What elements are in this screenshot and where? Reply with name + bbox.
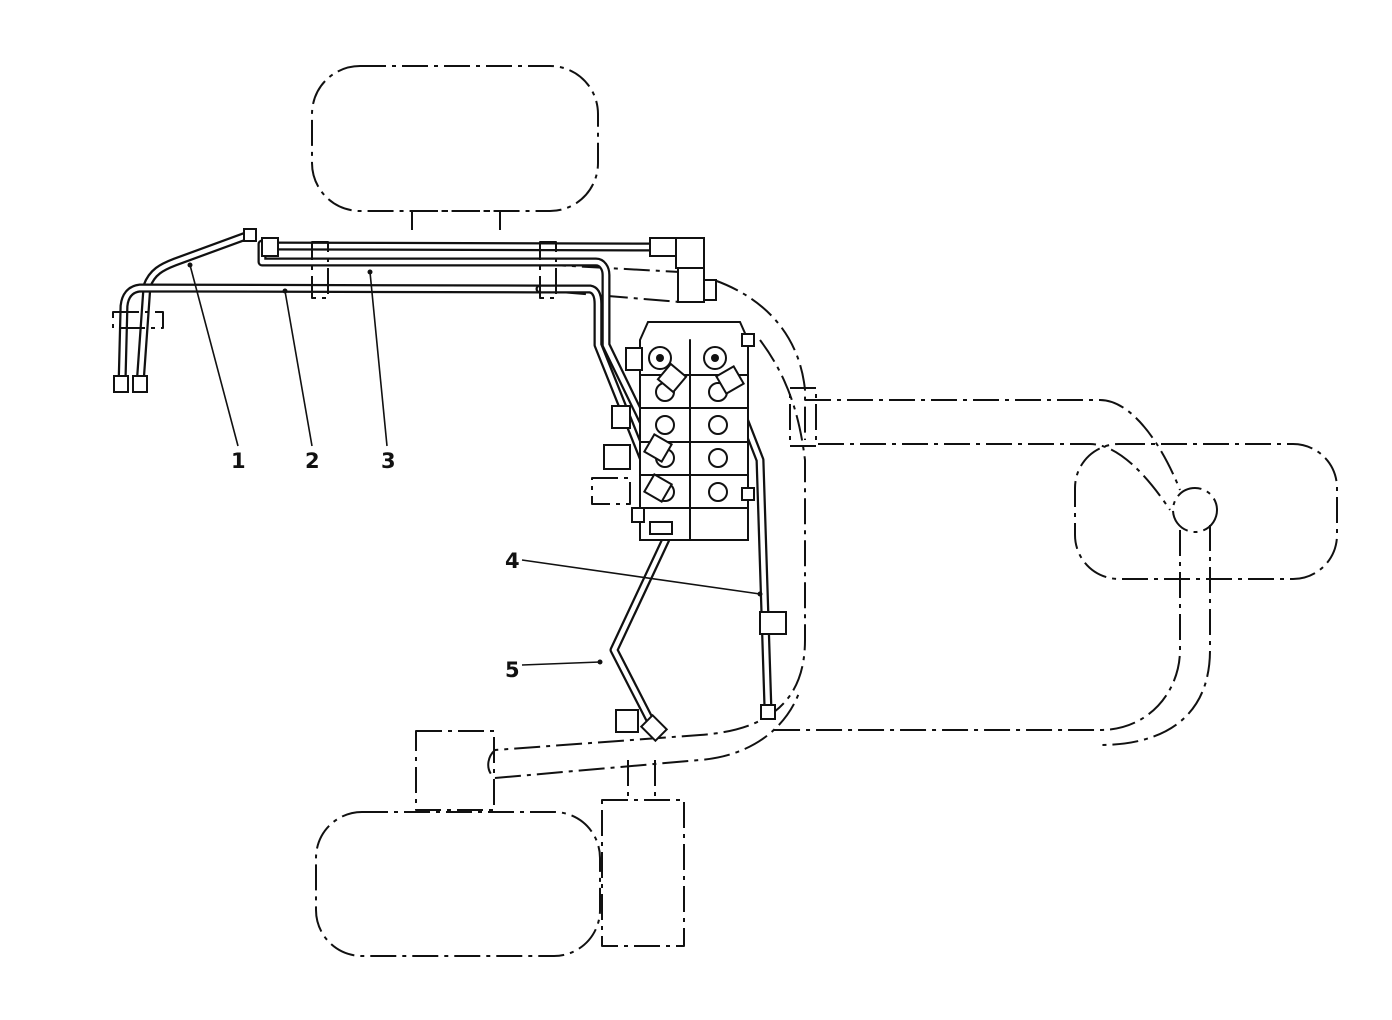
relief-valve xyxy=(675,237,705,269)
callout-1: 1 xyxy=(231,449,246,473)
line-2 xyxy=(117,283,545,390)
fitting-line5-end xyxy=(639,713,669,743)
clamp-1 xyxy=(311,241,329,299)
callout-2: 2 xyxy=(305,449,320,473)
front-wheel-top xyxy=(311,65,599,212)
fitting-line1-end xyxy=(132,375,148,393)
leader-3 xyxy=(369,271,388,447)
valve-port xyxy=(708,415,728,435)
frame-sweep-outer xyxy=(494,689,801,779)
fitting-line5-start xyxy=(656,362,688,394)
rear-wheel-left xyxy=(315,811,601,957)
line-1 xyxy=(135,231,251,390)
frame-sweep-end xyxy=(487,749,496,779)
valve-bottom-fitting xyxy=(649,521,673,535)
frame-clamp xyxy=(789,387,817,447)
fitting-3-start xyxy=(261,237,279,257)
frame-lower-outer xyxy=(1099,525,1211,746)
line5-clamp xyxy=(615,709,639,733)
rear-wheel-right xyxy=(1074,443,1338,580)
fitting-3-end xyxy=(649,237,677,257)
frame-lower-rail xyxy=(770,530,1181,731)
callouts: 1 2 3 4 5 xyxy=(231,449,520,682)
frame-top-rail xyxy=(805,399,1181,491)
fittings xyxy=(112,228,787,743)
frame-sweep xyxy=(494,339,806,751)
relief-valve-body xyxy=(677,267,705,303)
line4-clamp xyxy=(759,611,787,635)
front-hub-top xyxy=(411,210,501,230)
relief-port xyxy=(703,279,717,301)
fitting-tee xyxy=(243,228,257,242)
leader-lines xyxy=(187,262,763,666)
fitting-line3-end xyxy=(642,432,674,464)
callout-5: 5 xyxy=(505,658,520,682)
fitting-line4-end xyxy=(760,704,776,720)
spool-cap xyxy=(625,347,643,371)
spool-cap xyxy=(611,405,631,429)
spool-cap-dashed xyxy=(591,477,631,505)
fitting-line4-start xyxy=(714,364,746,396)
fitting-line2-end xyxy=(642,472,674,504)
fitting-line2-end xyxy=(113,375,129,393)
leader-1 xyxy=(189,264,239,447)
leader-5 xyxy=(521,661,601,666)
control-valve xyxy=(591,321,755,541)
callout-3: 3 xyxy=(381,449,396,473)
valve-port xyxy=(708,482,728,502)
leader-4 xyxy=(521,559,761,595)
clamp-2 xyxy=(539,241,557,299)
valve-bolt xyxy=(741,333,755,347)
callout-4: 4 xyxy=(505,549,520,573)
leader-2 xyxy=(284,290,313,447)
valve-port xyxy=(708,448,728,468)
spool-cap xyxy=(603,444,631,470)
valve-mount-lines xyxy=(497,261,681,303)
valve-bolt xyxy=(741,487,755,501)
line-2-to-valve xyxy=(535,284,653,475)
frame-pivot xyxy=(1172,487,1218,533)
tractor-outline xyxy=(311,65,1338,957)
valve-port xyxy=(655,415,675,435)
valve-bolt xyxy=(631,507,645,523)
rear-box xyxy=(601,799,685,947)
frame-curve-upper xyxy=(713,279,806,440)
frame-inner-rail xyxy=(818,443,1171,511)
clamp-left xyxy=(112,311,164,329)
rear-hub-box xyxy=(415,730,495,811)
